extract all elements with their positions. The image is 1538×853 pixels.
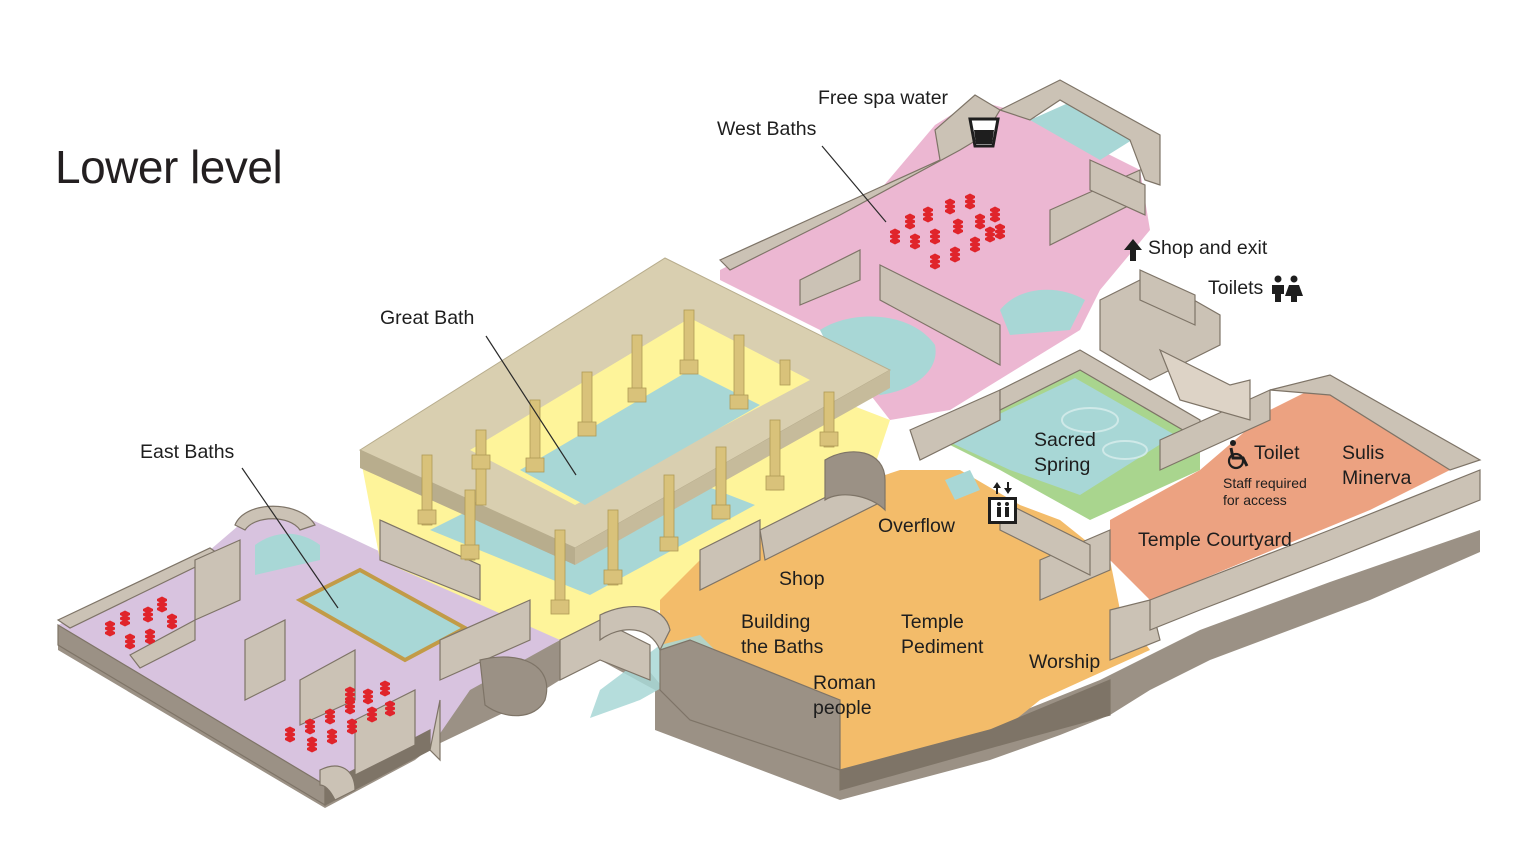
label-toilets: Toilets xyxy=(1208,277,1264,299)
arrow-up-icon xyxy=(1124,239,1142,261)
label-shop: Shop xyxy=(779,568,825,590)
page-title: Lower level xyxy=(55,141,283,193)
label-roman-people: Roman people xyxy=(813,672,876,719)
lift-icon xyxy=(988,482,1017,524)
label-east-baths: East Baths xyxy=(140,441,235,463)
temple-courtyard-area xyxy=(1110,380,1450,600)
label-overflow: Overflow xyxy=(878,515,955,537)
label-great-bath: Great Bath xyxy=(380,307,475,329)
cup-icon xyxy=(968,117,1000,148)
label-free-spa-water: Free spa water xyxy=(818,87,949,109)
columns xyxy=(417,309,839,615)
label-temple-courtyard: Temple Courtyard xyxy=(1138,529,1292,551)
great-bath-roof xyxy=(358,257,892,565)
leader-lines xyxy=(241,145,887,609)
label-staff-required: Staff required for access xyxy=(1223,475,1307,508)
label-west-baths: West Baths xyxy=(717,118,817,140)
label-temple-pediment: Temple Pediment xyxy=(901,611,984,658)
label-building-the-baths: Building the Baths xyxy=(741,611,824,658)
toilets-icon xyxy=(1272,275,1303,302)
label-worship: Worship xyxy=(1029,651,1101,673)
label-sacred-spring: Sacred Spring xyxy=(1034,429,1096,476)
walls xyxy=(56,79,1482,807)
apses xyxy=(234,451,886,801)
label-shop-and-exit: Shop and exit xyxy=(1148,237,1268,259)
label-sulis-minerva: Sulis Minerva xyxy=(1342,442,1412,489)
label-toilet: Toilet xyxy=(1254,442,1300,464)
wheelchair-icon xyxy=(1227,440,1249,470)
